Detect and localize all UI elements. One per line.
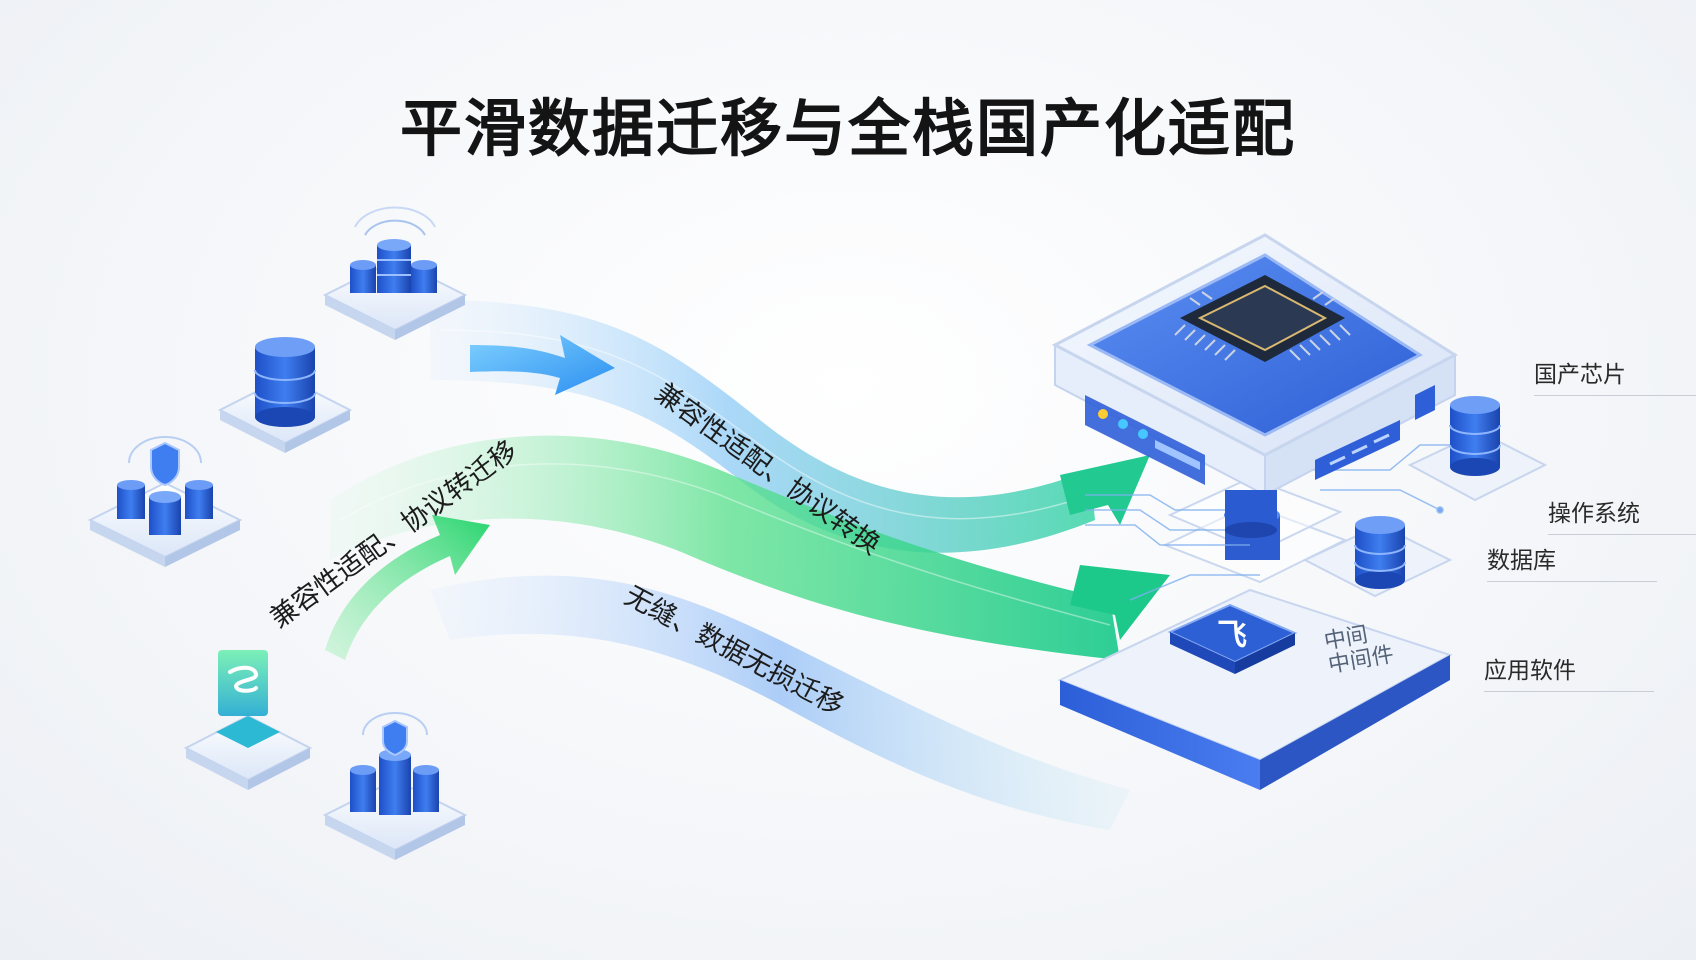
layer-label-chip: 国产芯片: [1534, 355, 1696, 396]
middle-arrow-icon: [1070, 565, 1170, 640]
layer-label-os: 操作系统: [1548, 494, 1696, 535]
upper-server-arrow-icon: [1060, 455, 1150, 525]
upper-arrow-icon: [470, 335, 615, 395]
app-software-icon: 飞: [1167, 603, 1298, 674]
app-icon-glyph: 飞: [1217, 618, 1247, 653]
green-arrow-icon: [325, 515, 490, 660]
database-pod: [1302, 516, 1453, 598]
source-node-shield-cluster: [87, 436, 243, 567]
layer-label-app: 应用软件: [1484, 651, 1654, 692]
source-node-document: [183, 650, 313, 790]
middle-green-ribbon: [330, 435, 1120, 660]
os-pod: [1407, 396, 1548, 502]
source-node-db-signal-bottom: [322, 712, 468, 860]
source-node-db-2: [217, 337, 353, 453]
base-platform: [1057, 588, 1453, 790]
source-node-db-signal-top: [322, 206, 468, 340]
page-title: 平滑数据迁移与全栈国产化适配: [399, 92, 1296, 165]
chip-server: [1051, 233, 1458, 538]
lower-blue-ribbon: [430, 575, 1130, 830]
layer-label-database: 数据库: [1487, 541, 1657, 582]
